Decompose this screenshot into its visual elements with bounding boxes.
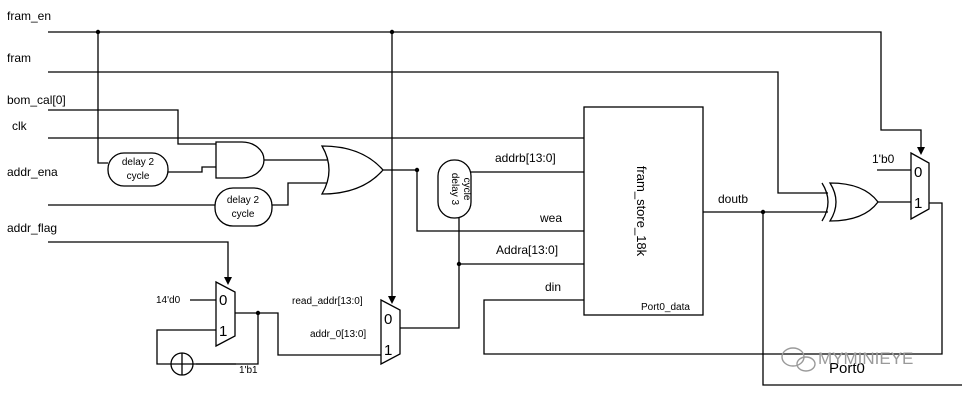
- svg-text:delay 3: delay 3: [449, 173, 460, 206]
- svg-text:MYMINIEYE: MYMINIEYE: [818, 349, 913, 368]
- mux-addr-flag: 0 1: [215, 280, 236, 348]
- port-labels: addrb[13:0] wea Addra[13:0] din doutb: [495, 151, 748, 294]
- svg-text:cycle: cycle: [127, 171, 150, 182]
- label-fram-en: fram_en: [7, 9, 51, 23]
- label-addr-0: addr_0[13:0]: [310, 329, 366, 340]
- label-fram: fram: [7, 51, 31, 65]
- mux-read-addr: 0 1: [380, 298, 401, 366]
- label-1b0: 1'b0: [872, 152, 895, 166]
- adder-symbol: [170, 352, 194, 376]
- port0-data-label: Port0_data: [641, 302, 690, 313]
- watermark: MYMINIEYE: [781, 347, 913, 372]
- svg-text:1: 1: [219, 323, 227, 340]
- label-read-addr: read_addr[13:0]: [292, 296, 363, 307]
- label-1b1: 1'b1: [239, 365, 258, 376]
- delay2-block-bottom: delay 2 cycle: [214, 187, 273, 227]
- svg-text:0: 0: [384, 311, 392, 328]
- label-port0: Port0: [829, 360, 865, 377]
- svg-text:cycle: cycle: [232, 209, 255, 220]
- svg-text:cycle: cycle: [461, 178, 472, 201]
- svg-text:delay 2: delay 2: [122, 157, 155, 168]
- signal-labels: read_addr[13:0] addr_0[13:0] 14'd0 1'b1 …: [156, 152, 895, 377]
- fram-store-block: fram_store_18k Port0_data: [583, 106, 704, 316]
- label-doutb: doutb: [718, 192, 748, 206]
- mux-output: 0 1: [910, 151, 930, 221]
- label-addr-ena: addr_ena: [7, 165, 58, 179]
- label-addra: Addra[13:0]: [496, 243, 558, 257]
- or-gate: [320, 145, 384, 195]
- svg-text:0: 0: [219, 292, 227, 309]
- label-addrb: addrb[13:0]: [495, 151, 556, 165]
- label-clk: clk: [12, 119, 28, 133]
- watermark-logo-icon: [781, 347, 816, 372]
- label-14d0: 14'd0: [156, 295, 181, 306]
- delay2-block-top: delay 2 cycle: [107, 152, 169, 187]
- svg-text:1: 1: [384, 342, 392, 359]
- label-wea: wea: [539, 211, 562, 225]
- and-gate: [215, 141, 265, 179]
- svg-text:fram_store_18k: fram_store_18k: [634, 166, 649, 257]
- arrowheads: [224, 147, 925, 304]
- input-labels: fram_en fram bom_cal[0] clk addr_ena add…: [7, 9, 66, 235]
- svg-text:0: 0: [914, 164, 922, 181]
- label-bom-cal: bom_cal[0]: [7, 93, 66, 107]
- label-addr-flag: addr_flag: [7, 221, 57, 235]
- xor-gate: [821, 182, 879, 222]
- wires: [48, 31, 962, 386]
- delay3-block: delay 3 cycle: [437, 159, 472, 219]
- junction-dots: [95, 29, 766, 316]
- label-din: din: [545, 280, 561, 294]
- svg-text:1: 1: [914, 195, 922, 212]
- svg-text:delay 2: delay 2: [227, 195, 260, 206]
